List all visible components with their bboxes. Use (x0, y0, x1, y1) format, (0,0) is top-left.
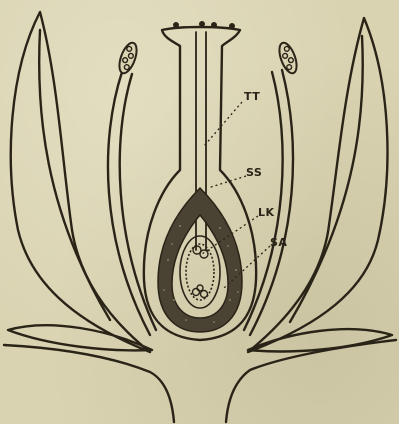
stigma-knob-right (229, 23, 235, 29)
stamen-left-filament-2 (120, 74, 156, 330)
label-ss: SS (246, 166, 262, 179)
petal-outer-left-vein (39, 30, 110, 320)
label-tt: TT (244, 90, 260, 103)
stamen-left-filament (108, 72, 150, 335)
leader-tt (204, 102, 242, 146)
egg-apparatus (193, 246, 209, 298)
label-lk: LK (258, 206, 275, 219)
ovary-wall (158, 188, 242, 332)
anther-left (116, 41, 140, 76)
label-sa: SA (270, 236, 287, 249)
petal-outer-right (248, 18, 387, 352)
stamen-right-filament-2 (244, 72, 283, 330)
stamen-right-filament (250, 70, 293, 335)
receptacle-right (226, 340, 396, 422)
petal-outer-right-vein (290, 36, 363, 322)
stigma-knob-center (199, 21, 205, 27)
stigma-knob-center-2 (211, 22, 217, 28)
stigma-knob-left (173, 22, 179, 28)
receptacle (4, 345, 174, 422)
anther-right (276, 41, 300, 76)
